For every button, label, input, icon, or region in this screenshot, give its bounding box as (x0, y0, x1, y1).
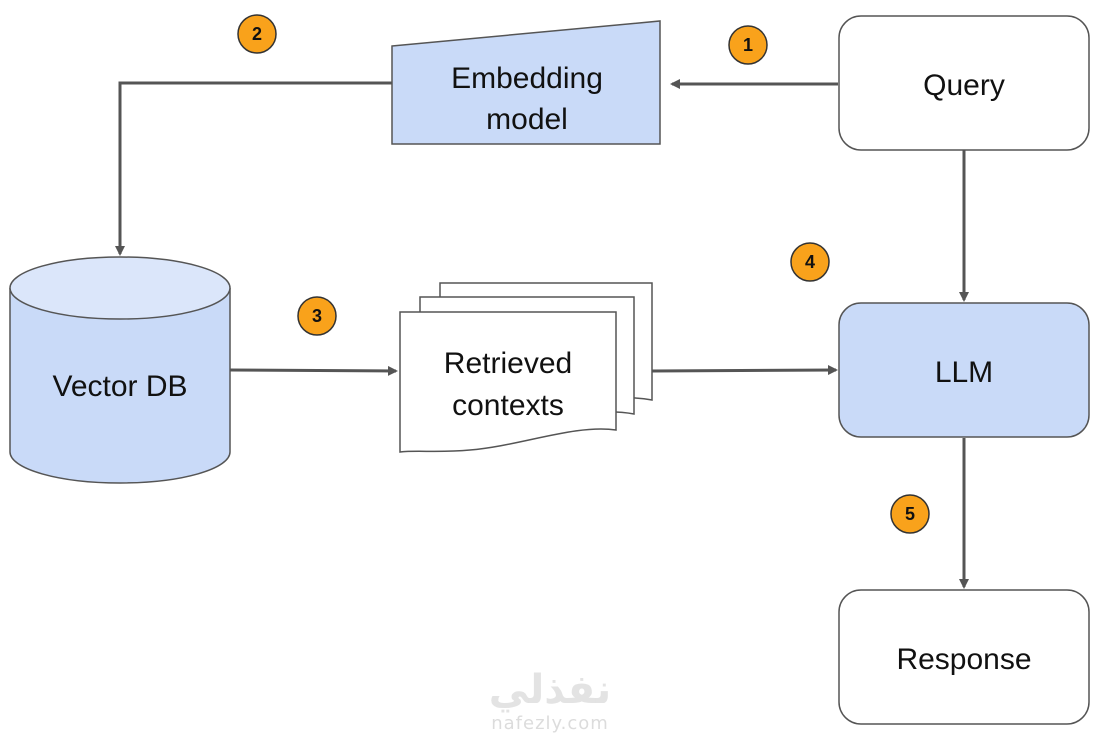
step-badge-1-label: 1 (743, 35, 753, 55)
step-badge-3: 3 (297, 296, 337, 336)
arrow-contexts-to-llm (651, 365, 838, 376)
embedding-model-label-line2: model (486, 103, 568, 136)
retrieved-contexts-node: Retrieved contexts (399, 282, 653, 453)
step-badge-4: 4 (790, 242, 830, 282)
query-label: Query (923, 69, 1005, 102)
llm-label: LLM (935, 356, 993, 389)
embedding-model-label-line1: Embedding (451, 62, 603, 95)
step-badge-5-label: 5 (905, 504, 915, 524)
doc-front (399, 311, 617, 453)
response-label: Response (896, 643, 1031, 676)
query-node: Query (838, 15, 1090, 151)
retrieved-contexts-label-line1: Retrieved (444, 347, 572, 380)
llm-node: LLM (838, 302, 1090, 438)
watermark-logo: نفذلي nafezly.com (489, 667, 611, 734)
embedding-model-node: Embedding model (391, 20, 661, 145)
step-badge-5: 5 (890, 494, 930, 534)
vector-db-label: Vector DB (52, 370, 187, 403)
vector-db-node: Vector DB (9, 256, 231, 484)
step-badge-1: 1 (728, 25, 768, 65)
step-badge-3-label: 3 (312, 306, 322, 326)
retrieved-contexts-label-line2: contexts (452, 389, 564, 422)
connectors (115, 79, 969, 589)
step-badge-2-label: 2 (252, 24, 262, 44)
watermark-main-text: نفذلي (489, 667, 611, 713)
response-node: Response (838, 589, 1090, 725)
watermark-sub-text: nafezly.com (491, 713, 609, 734)
arrow-embedding-to-vectordb (115, 81, 392, 256)
arrow-vectordb-to-contexts (229, 365, 398, 376)
step-badge-2: 2 (237, 14, 277, 54)
step-badge-4-label: 4 (805, 252, 815, 272)
